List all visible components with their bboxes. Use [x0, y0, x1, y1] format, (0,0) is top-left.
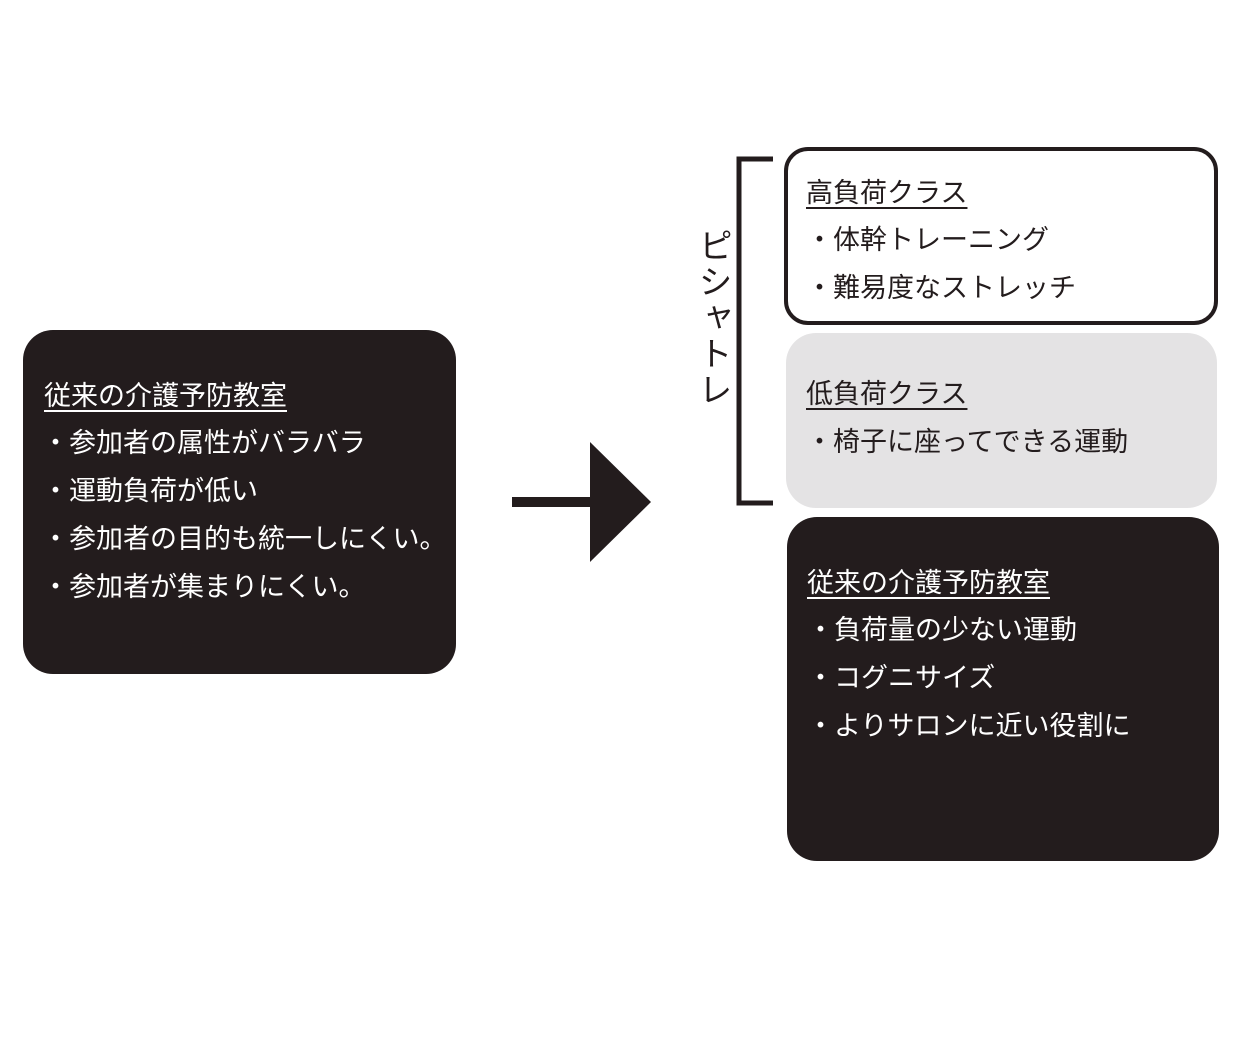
right-box-item: ・よりサロンに近い役割に [807, 711, 1131, 742]
right-box-current-program: 従来の介護予防教室 ・負荷量の少ない運動 ・コグニサイズ ・よりサロンに近い役割… [787, 517, 1219, 861]
left-box-item: ・参加者の属性がバラバラ [42, 428, 366, 459]
high-load-item: ・難易度なストレッチ [806, 273, 1076, 304]
left-box-current-program: 従来の介護予防教室 ・参加者の属性がバラバラ ・運動負荷が低い ・参加者の目的も… [23, 330, 456, 674]
high-load-class-box: 高負荷クラス ・体幹トレーニング ・難易度なストレッチ [784, 147, 1218, 325]
bracket [736, 156, 773, 506]
left-box-item: ・参加者が集まりにくい。 [42, 572, 366, 603]
low-load-title: 低負荷クラス [806, 379, 968, 410]
bracket-label: ピシャトレ [692, 228, 732, 408]
right-box-item: ・負荷量の少ない運動 [807, 615, 1077, 646]
left-box-item: ・参加者の目的も統一しにくい。 [42, 524, 447, 555]
high-load-title: 高負荷クラス [806, 178, 968, 209]
high-load-item: ・体幹トレーニング [806, 225, 1049, 256]
arrow-right-icon [512, 442, 651, 562]
low-load-class-box: 低負荷クラス ・椅子に座ってできる運動 [786, 333, 1217, 508]
low-load-item: ・椅子に座ってできる運動 [806, 427, 1129, 458]
right-box-title: 従来の介護予防教室 [807, 568, 1050, 599]
left-box-title: 従来の介護予防教室 [44, 381, 287, 412]
left-box-item: ・運動負荷が低い [42, 476, 258, 507]
right-box-item: ・コグニサイズ [807, 663, 996, 694]
